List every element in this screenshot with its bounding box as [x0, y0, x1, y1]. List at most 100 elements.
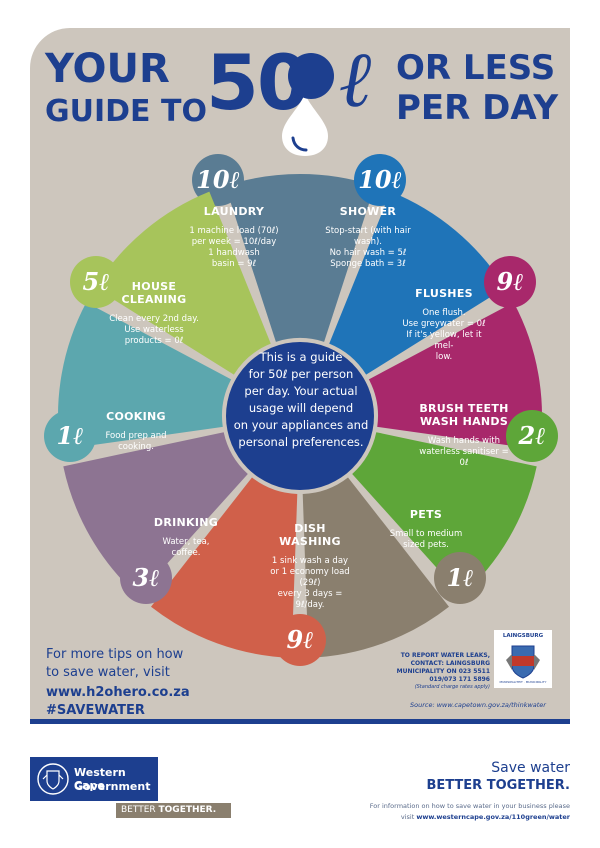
center-line: This is a guide — [259, 350, 343, 364]
amount-badge-cooking — [44, 410, 96, 462]
source-text: Source: www.capetown.gov.za/thinkwater — [410, 701, 546, 709]
segment-desc-line: One flush. — [422, 308, 466, 318]
segment-desc-line: 0ℓ — [459, 458, 469, 468]
amount-shower: 10ℓ — [358, 165, 402, 194]
municipality-logo: LAINGSBURG MUNISIPALITEIT · MUNICIPALITY — [494, 630, 552, 688]
segment-title: SHOWER — [339, 205, 397, 218]
amount-badge-laundry — [192, 154, 244, 206]
amount-badge-dish — [274, 614, 326, 666]
segment-cleaning — [94, 191, 271, 375]
amount-flushes: 9ℓ — [496, 267, 524, 296]
segment-laundry — [225, 174, 375, 342]
segment-desc-line: cooking. — [118, 442, 154, 452]
segment-desc-line: 1 machine load (70ℓ) — [189, 226, 279, 236]
amount-laundry: 10ℓ — [196, 165, 240, 194]
segment-desc-line: 1 handwash — [208, 248, 260, 258]
segment-title: DISH — [294, 522, 326, 535]
segment-desc-line: Use waterless — [124, 325, 184, 335]
amount-brush: 2ℓ — [518, 421, 546, 450]
header-o-circle — [288, 53, 334, 99]
center-line: personal preferences. — [238, 435, 364, 449]
report-line: TO REPORT WATER LEAKS, — [400, 652, 490, 659]
center-guide-text: This is a guide for 50ℓ per person per d… — [228, 349, 374, 451]
wcg-logo: Western Cape Government — [30, 757, 158, 801]
tips-url[interactable]: www.h2ohero.co.za — [46, 685, 190, 700]
amount-badge-brush — [506, 410, 558, 462]
segment-label-drinking: DRINKING Water, tea,coffee. — [136, 516, 236, 559]
segment-desc-line: low. — [435, 352, 453, 362]
segment-title-2: WASH HANDS — [419, 415, 509, 428]
wcg-name-1: Western Cape — [74, 766, 126, 792]
segment-desc-line: Wash hands with — [427, 436, 501, 446]
segment-drinking — [63, 432, 248, 596]
info-url[interactable]: www.westerncape.gov.za/110green/water — [416, 813, 570, 821]
segment-title-2: WASHING — [279, 535, 341, 548]
info-line1: For information on how to save water in … — [369, 802, 570, 810]
better-together-tag: BETTER TOGETHER. — [116, 803, 231, 818]
segment-title: PETS — [409, 508, 443, 521]
better-together-text: BETTER TOGETHER. — [426, 778, 570, 793]
segment-desc-line: or 1 economy load (29ℓ) — [270, 567, 350, 588]
segment-desc-line: Water, tea, — [162, 537, 210, 547]
segment-flushes — [368, 302, 542, 450]
report-line: 019/073 171 5896 — [429, 676, 490, 683]
header-your: YOUR — [45, 46, 170, 92]
coat-of-arms-icon — [37, 763, 69, 795]
segment-title: LAUNDRY — [203, 205, 265, 218]
segment-title: DRINKING — [153, 516, 219, 529]
segment-desc: Water, tea,coffee. — [136, 537, 236, 559]
segment-desc-line: per week = 10ℓ/day — [191, 237, 277, 247]
info-line2: visit www.westerncape.gov.za/110green/wa… — [401, 813, 570, 821]
amount-badge-shower — [354, 154, 406, 206]
segment-desc-line: wash). — [354, 237, 382, 247]
center-line: per day. Your actual — [244, 384, 358, 398]
segment-title: BRUSH TEETH — [419, 402, 509, 415]
info-visit: visit — [400, 813, 417, 821]
segment-desc-line: waterless sanitiser = — [419, 447, 509, 457]
segment-dish — [151, 477, 298, 658]
segment-desc-line: coffee. — [171, 548, 201, 558]
tag-better: BETTER — [121, 805, 156, 815]
segment-title: COOKING — [106, 410, 166, 423]
tips-block: For more tips on how to save water, visi… — [46, 646, 190, 718]
amount-badge-cleaning — [70, 256, 122, 308]
amount-cooking: 1ℓ — [56, 421, 84, 450]
segment-desc-line: Food prep and — [105, 431, 167, 441]
municipality-sub: MUNISIPALITEIT · MUNICIPALITY — [499, 680, 547, 684]
municipality-name: LAINGSBURG — [502, 633, 544, 639]
segment-desc-line: Sponge bath = 3ℓ — [330, 259, 406, 269]
header-or-less: OR LESS — [396, 48, 556, 88]
amount-badge-pets — [434, 552, 486, 604]
tips-hashtag: #SAVEWATER — [46, 703, 145, 718]
segment-title-2: CLEANING — [121, 293, 187, 306]
segment-cooking — [58, 302, 232, 450]
header-per-day: PER DAY — [396, 88, 559, 128]
report-line: MUNICIPALITY ON 023 5511 — [396, 668, 490, 675]
wcg-name-2: Government — [74, 780, 151, 793]
tag-together: TOGETHER. — [158, 805, 217, 815]
segment-desc-line: basin = 9ℓ — [211, 259, 257, 269]
center-line: usage will depend — [248, 401, 354, 415]
segment-brush — [352, 432, 537, 596]
amount-cleaning: 5ℓ — [82, 267, 110, 296]
segment-pets — [302, 477, 449, 658]
header-guide-to: GUIDE TO — [45, 94, 207, 129]
segment-desc-line: If it's yellow, let it mel- — [406, 330, 482, 351]
amount-drinking: 3ℓ — [132, 563, 160, 592]
segment-desc-line: Small to medium — [389, 529, 463, 539]
center-line: for 50ℓ per person — [248, 367, 354, 381]
segment-desc-line: Clean every 2nd day. — [109, 314, 199, 324]
center-line: on your appliances and — [233, 418, 369, 432]
bottom-stripe — [30, 719, 570, 724]
